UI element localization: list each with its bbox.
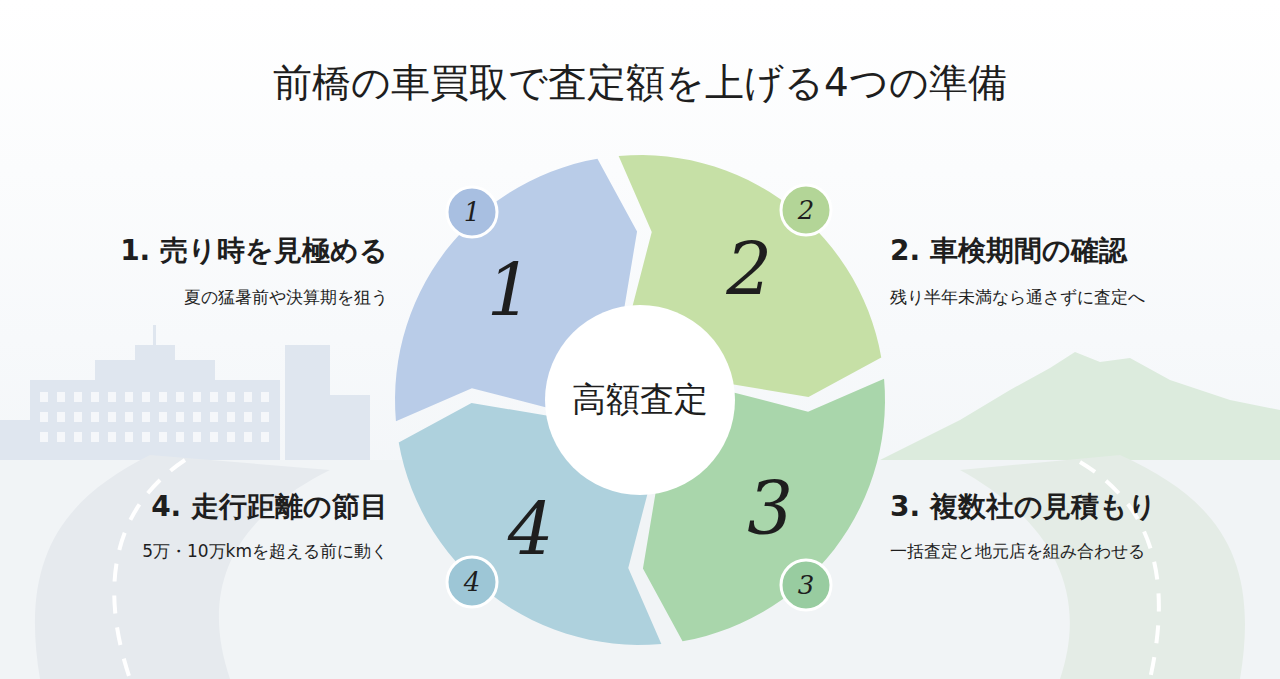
step-note: 一括査定と地元店を組み合わせる xyxy=(890,540,1145,563)
window xyxy=(91,392,99,402)
badge-number: 3 xyxy=(779,558,833,612)
window xyxy=(74,392,82,402)
road-right xyxy=(960,455,1245,679)
mountain xyxy=(880,352,1280,470)
window xyxy=(159,432,167,442)
window xyxy=(176,392,184,402)
window xyxy=(244,432,252,442)
window xyxy=(193,392,201,402)
window xyxy=(159,412,167,422)
window xyxy=(227,392,235,402)
window xyxy=(125,412,133,422)
window xyxy=(125,392,133,402)
badge-number: 1 xyxy=(445,185,499,239)
step-badge: 3 xyxy=(779,558,833,612)
window xyxy=(57,392,65,402)
window xyxy=(57,432,65,442)
window xyxy=(57,412,65,422)
window xyxy=(142,432,150,442)
window xyxy=(108,392,116,402)
window xyxy=(227,432,235,442)
step-heading: 4. 走行距離の節目 xyxy=(151,488,388,526)
window xyxy=(108,432,116,442)
step-number: 2 xyxy=(709,225,789,315)
step-number: 3 xyxy=(730,464,810,554)
step-heading: 3. 複数社の見積もり xyxy=(890,488,1157,526)
step-note: 夏の猛暑前や決算期を狙う xyxy=(184,286,388,309)
step-number: 1 xyxy=(470,246,550,336)
window xyxy=(176,412,184,422)
title: 前橋の車買取で査定額を上げる4つの準備 xyxy=(0,56,1280,110)
step-badge: 2 xyxy=(779,183,833,237)
center-circle: 高額査定 xyxy=(545,305,735,495)
window xyxy=(125,432,133,442)
window xyxy=(159,392,167,402)
window xyxy=(261,432,269,442)
window xyxy=(91,432,99,442)
city-silhouette xyxy=(0,325,370,460)
window xyxy=(193,432,201,442)
badge-number: 2 xyxy=(779,183,833,237)
window xyxy=(91,412,99,422)
window xyxy=(40,412,48,422)
window xyxy=(244,392,252,402)
window xyxy=(210,432,218,442)
window xyxy=(261,392,269,402)
window xyxy=(108,412,116,422)
segment-arrow xyxy=(399,403,662,645)
window xyxy=(142,392,150,402)
window xyxy=(142,412,150,422)
step-heading: 1. 売り時を見極める xyxy=(120,232,388,270)
road-left xyxy=(35,455,330,679)
windows xyxy=(40,392,269,442)
window xyxy=(74,432,82,442)
window xyxy=(74,412,82,422)
window xyxy=(261,412,269,422)
segment-arrow xyxy=(643,379,885,642)
window xyxy=(40,432,48,442)
center-disc xyxy=(545,305,735,495)
step-badge: 1 xyxy=(445,185,499,239)
window xyxy=(210,392,218,402)
window xyxy=(210,412,218,422)
center-label: 高額査定 xyxy=(572,377,708,423)
step-number: 4 xyxy=(491,485,571,575)
step-badge: 4 xyxy=(445,555,499,609)
window xyxy=(227,412,235,422)
window xyxy=(244,412,252,422)
step-note: 5万・10万kmを超える前に動く xyxy=(142,540,388,563)
step-note: 残り半年未満なら通さずに査定へ xyxy=(890,286,1145,309)
window xyxy=(176,432,184,442)
window xyxy=(40,392,48,402)
step-heading: 2. 車検期間の確認 xyxy=(890,232,1127,270)
window xyxy=(193,412,201,422)
badge-number: 4 xyxy=(445,555,499,609)
